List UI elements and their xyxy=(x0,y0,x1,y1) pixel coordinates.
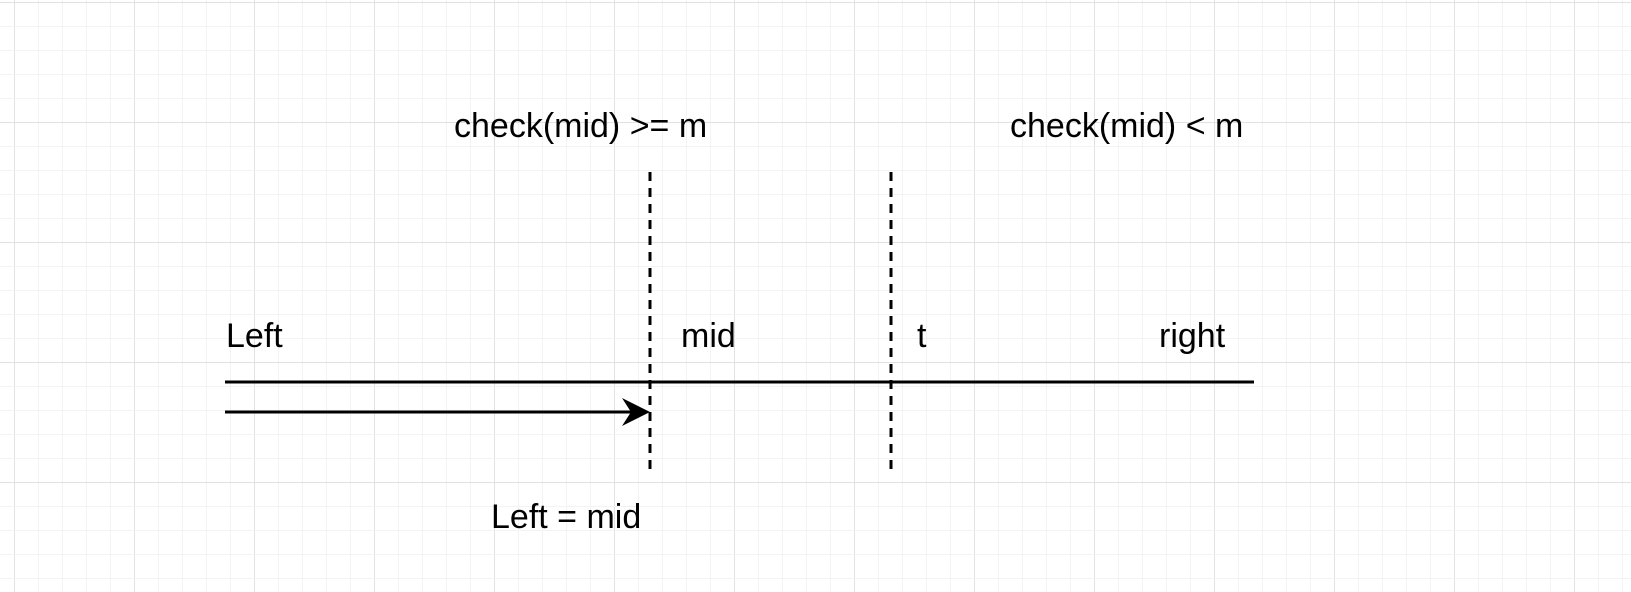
mid-pointer-label: mid xyxy=(681,317,736,355)
update-rule-label: Left = mid xyxy=(491,498,642,536)
right-pointer-label: right xyxy=(1159,317,1226,355)
arrow-right-icon xyxy=(622,398,650,426)
t-pointer-label: t xyxy=(917,317,927,355)
condition-label-lt-m: check(mid) < m xyxy=(1010,107,1244,145)
left-pointer-label: Left xyxy=(226,317,283,355)
condition-label-ge-m: check(mid) >= m xyxy=(454,107,708,145)
